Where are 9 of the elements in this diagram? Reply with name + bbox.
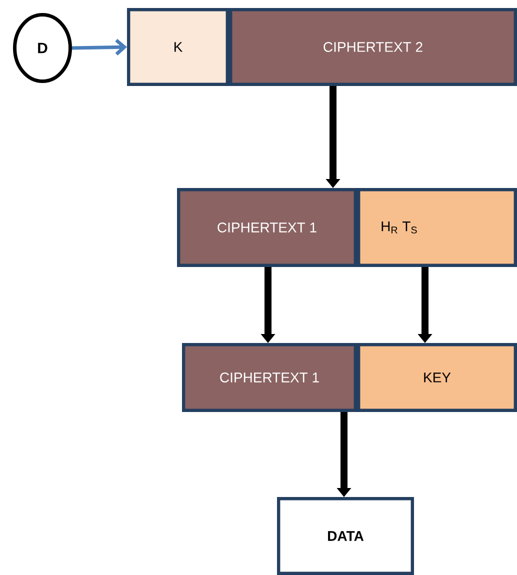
key-box: KEY — [357, 343, 517, 412]
circle-node: D — [13, 13, 72, 83]
ciphertext-box: CIPHERTEXT 2 — [229, 8, 517, 86]
key-box: K — [127, 8, 229, 86]
data-box: DATA — [277, 497, 414, 575]
hash-box: H$_{R}$ T$_{S}$ — [357, 188, 517, 267]
ciphertext-box: CIPHERTEXT 1 — [177, 188, 357, 267]
arrow — [72, 38, 127, 56]
ciphertext-box: CIPHERTEXT 1 — [182, 343, 357, 412]
